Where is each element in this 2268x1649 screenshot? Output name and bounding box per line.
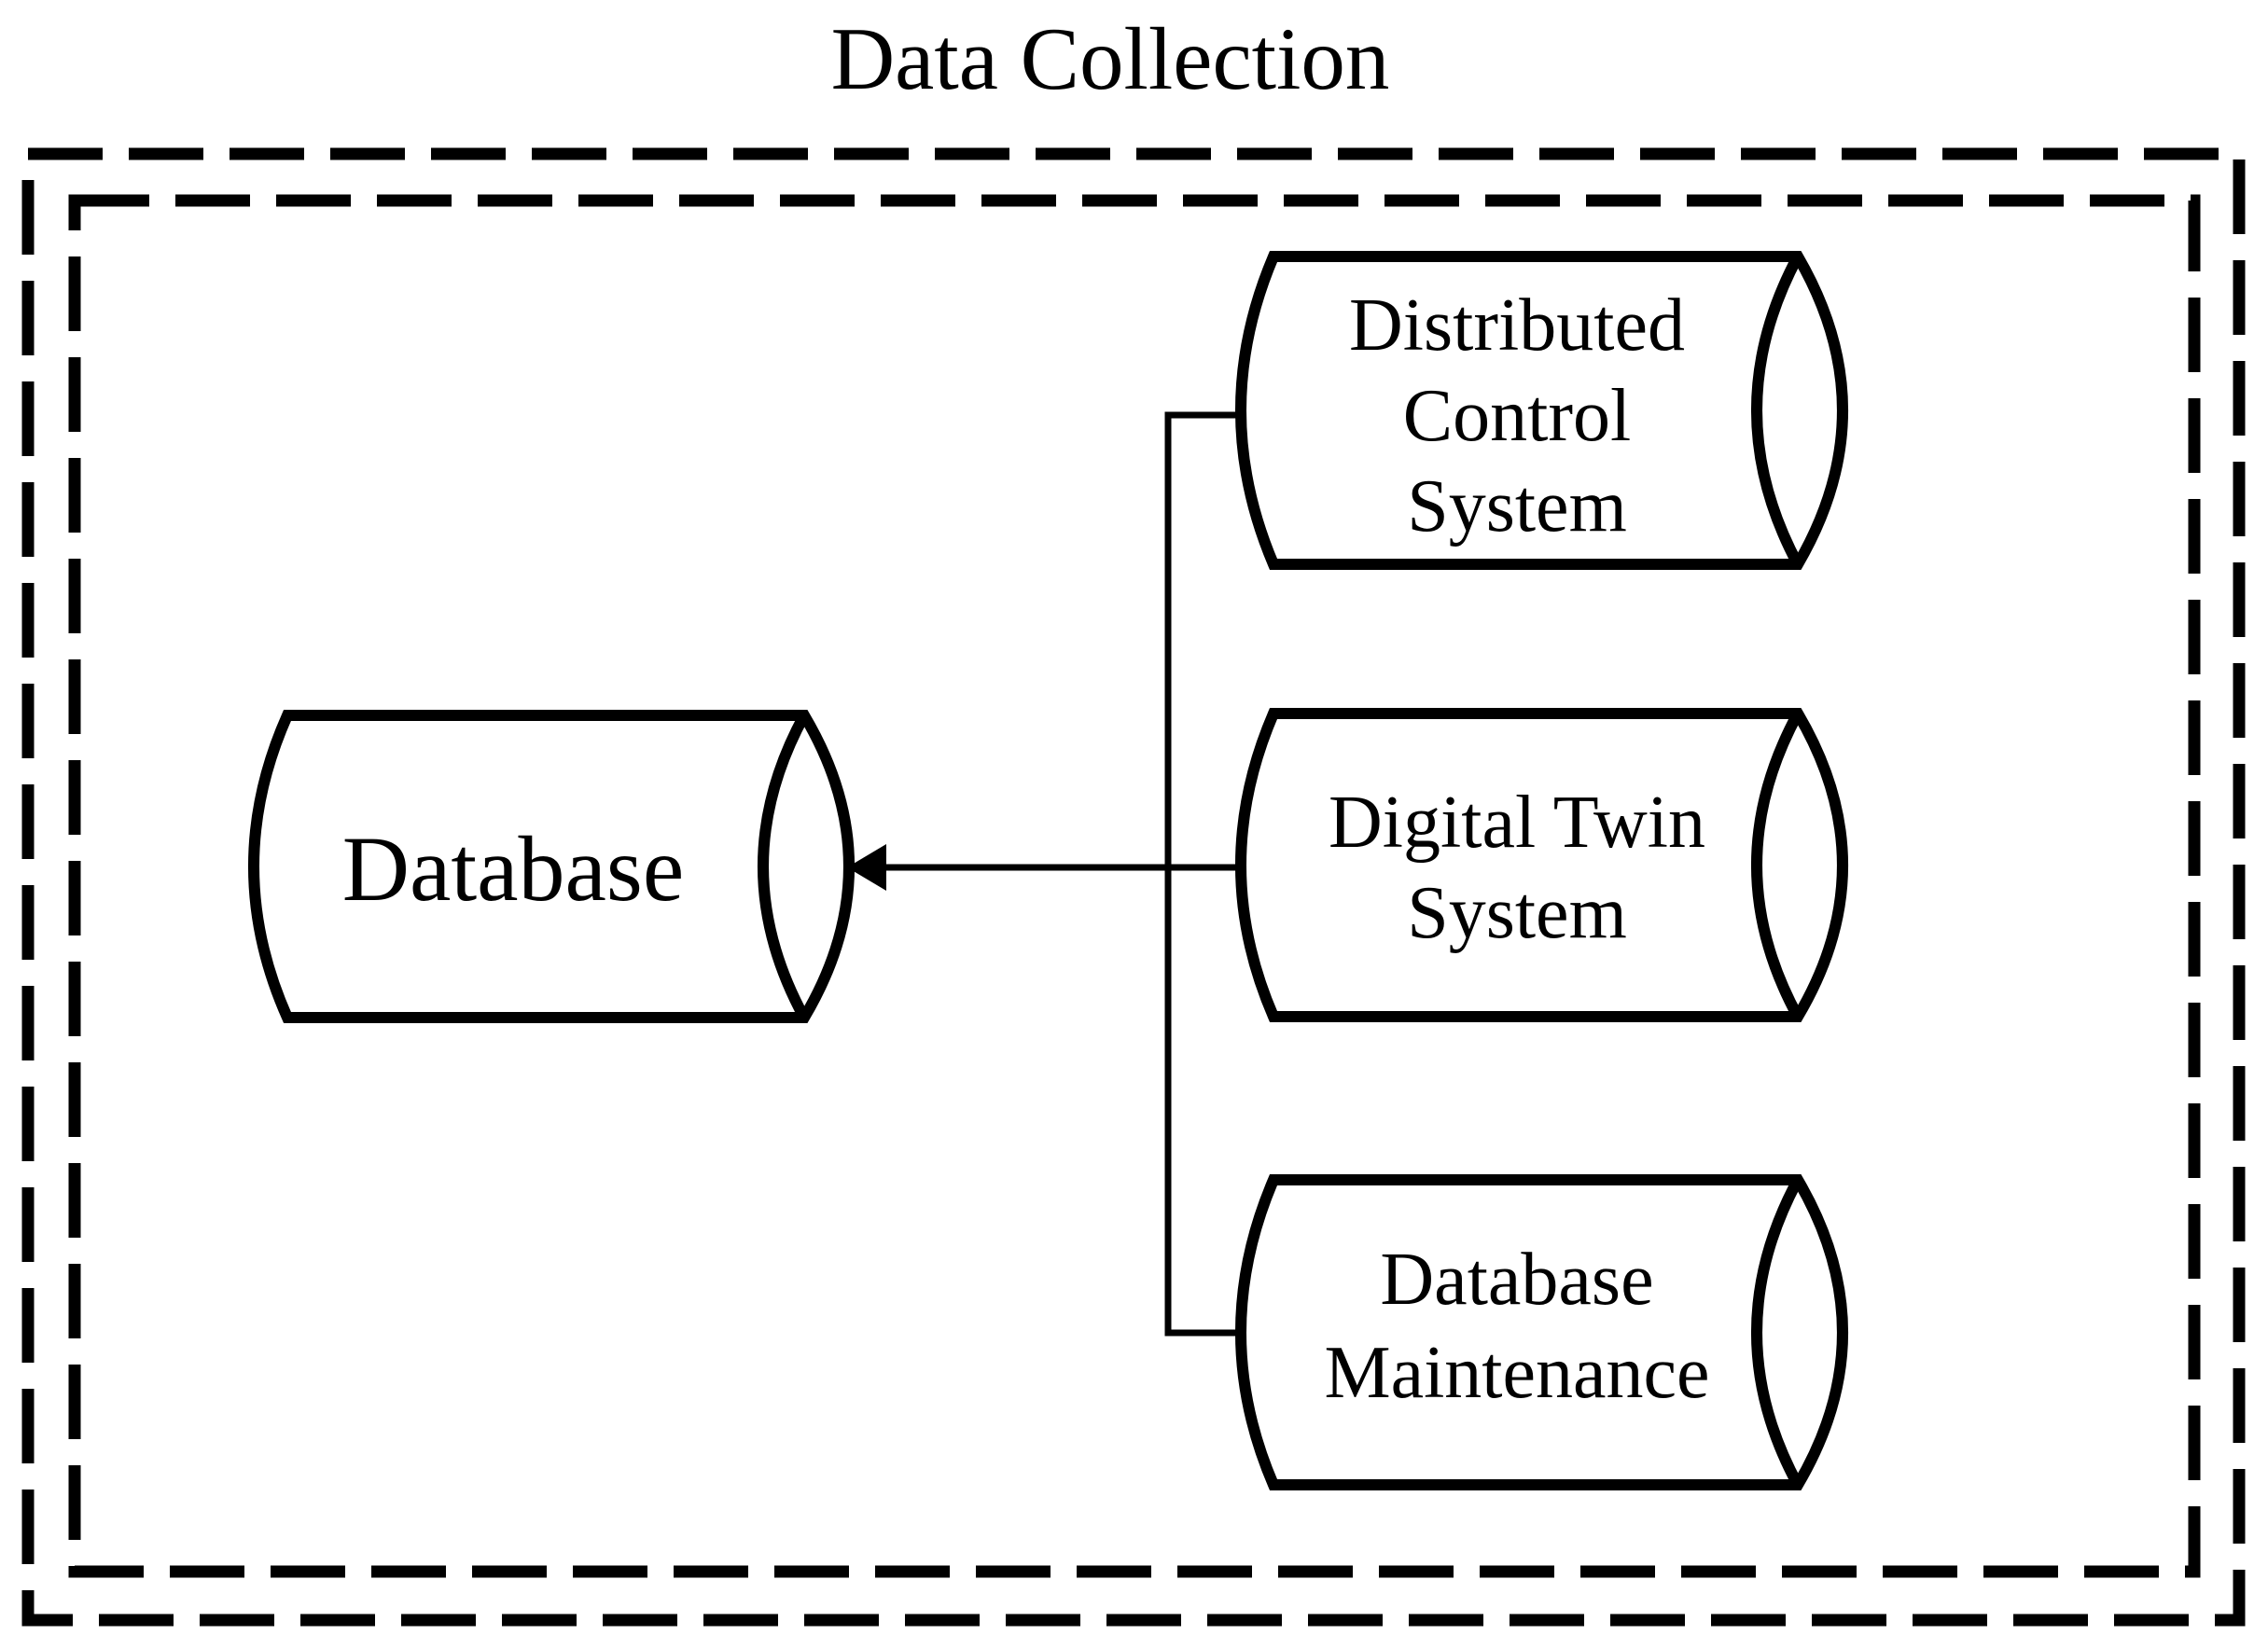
dcs-label-line2: Control [1403,375,1631,457]
dbm-label-line1: Database [1380,1239,1653,1321]
diagram-title: Data Collection [831,9,1390,108]
dbm-label-line2: Maintenance [1324,1332,1709,1414]
inner-dashed-border [68,194,2201,1578]
database-cylinder [248,710,855,1023]
distributed-control-system-cylinder [1235,251,1848,570]
database-maintenance-cylinder [1235,1174,1848,1490]
database-label: Database [342,817,684,921]
digital-twin-system-label: Digital Twin System [1329,782,1705,954]
database-maintenance-label: Database Maintenance [1324,1239,1709,1414]
connector-trunk [1164,411,1255,1337]
distributed-control-system-label: Distributed Control System [1349,284,1685,547]
digital-twin-system-cylinder [1235,708,1848,1022]
dcs-cylinder-cap-rim [1751,254,1803,567]
dts-cylinder-cap-rim [1751,711,1803,1019]
dts-label-line2: System [1407,872,1627,954]
dashed-borders [21,147,2246,1627]
arrowhead-left-icon [847,844,886,891]
outer-dashed-border [21,147,2246,1627]
connector-lines [847,411,1255,1337]
dts-label-line1: Digital Twin [1329,782,1705,864]
database-cylinder-cap-rim [758,713,810,1020]
dbm-cylinder-cap-rim [1751,1177,1803,1488]
dcs-label-line1: Distributed [1349,284,1685,367]
dcs-label-line3: System [1407,465,1627,547]
